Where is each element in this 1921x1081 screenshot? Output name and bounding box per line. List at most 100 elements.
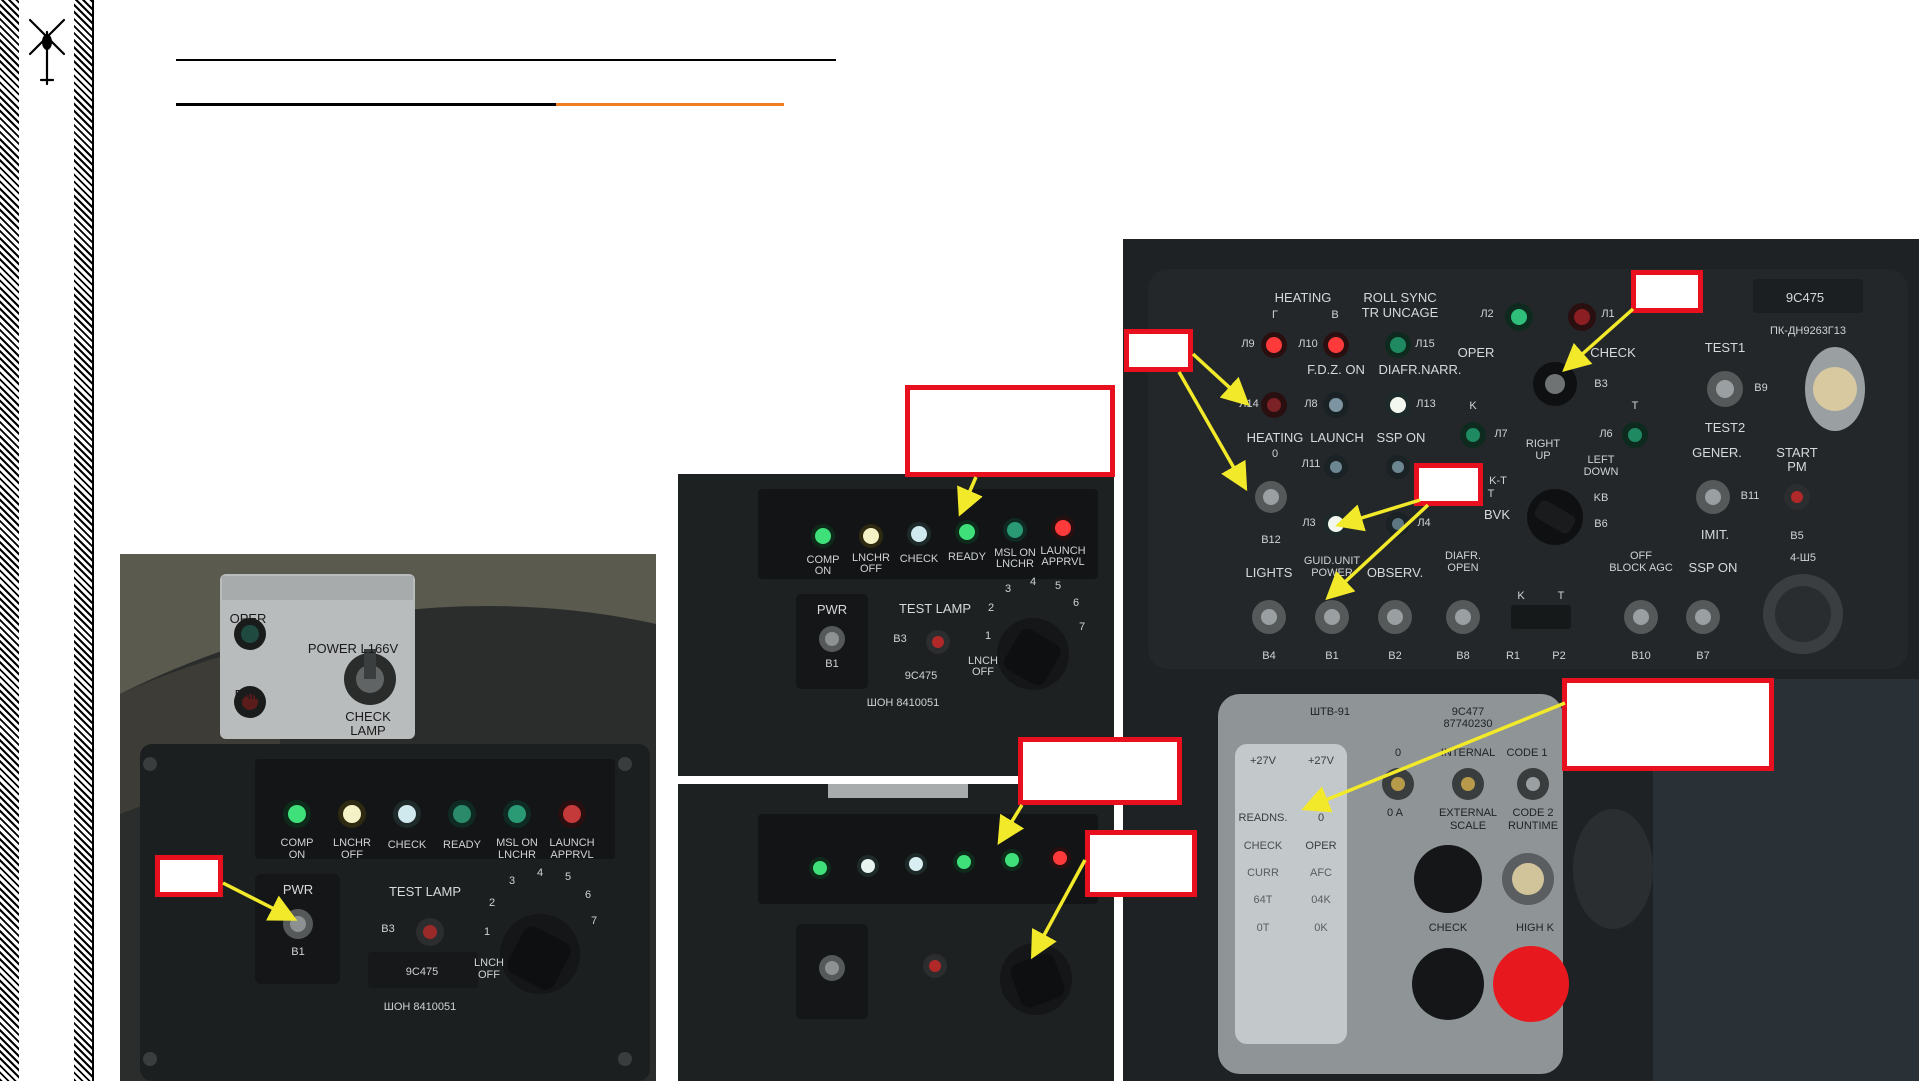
lamp-l1	[1568, 303, 1596, 331]
lamp-b-label-lnchr-2: LNCHR	[996, 558, 1034, 570]
label-check-d: CHECK	[1590, 345, 1636, 360]
label-b12: B12	[1261, 534, 1281, 546]
label-gamma: Г	[1272, 309, 1278, 321]
dial-b-number-5: 5	[1055, 580, 1061, 592]
lamp-label-lnchr: LNCHR	[333, 837, 371, 849]
bvk-rotary-selector[interactable]	[1527, 489, 1583, 545]
label-model: 9C475	[406, 966, 438, 978]
lamp-label-on: ON	[289, 849, 306, 861]
subtitle-rule-black	[176, 103, 556, 106]
label-k-t: K-T	[1489, 475, 1507, 487]
label-l7: Л7	[1494, 428, 1507, 440]
test-lamp-b-button[interactable]	[926, 630, 950, 654]
runtime-counter	[1502, 853, 1554, 905]
label-kb: KB	[1594, 492, 1609, 504]
label-oper-b: OPER	[1305, 840, 1336, 852]
lamp-lnchr-off	[338, 800, 366, 828]
label-gener: GENER.	[1692, 445, 1742, 460]
label-code1: CODE 1	[1507, 747, 1548, 759]
label-pwr: PWR	[283, 882, 313, 897]
label-fail: FAIL	[235, 687, 262, 702]
label-l13: Л13	[1416, 398, 1435, 410]
label-0k: 0K	[1314, 922, 1328, 934]
label-b1-d: B1	[1325, 650, 1338, 662]
left-hatched-border	[0, 0, 19, 1081]
pwr-c-toggle-switch[interactable]	[819, 955, 845, 981]
callout-box-6	[1631, 270, 1703, 313]
observ-toggle-b2[interactable]	[1378, 600, 1412, 634]
test-lamp-button[interactable]	[416, 918, 444, 946]
lamp-ssp	[1386, 455, 1410, 479]
lamp-b-launch-apprvl	[1051, 516, 1075, 540]
label-bvk-t: T	[1488, 488, 1495, 500]
label-serial: ШОН 8410051	[384, 1001, 456, 1013]
label-ssp-on: SSP ON	[1377, 430, 1426, 445]
lamp-b-label-check: CHECK	[900, 553, 939, 565]
label-oper: OPER	[230, 611, 267, 626]
start-pm-button[interactable]	[1784, 484, 1810, 510]
label-check-lamp-2: LAMP	[350, 723, 385, 738]
ssp-on-toggle-b7[interactable]	[1686, 600, 1720, 634]
logo-strip-divider	[92, 0, 94, 1081]
pwr-toggle-switch[interactable]	[283, 909, 313, 939]
label-zero-top: 0	[1395, 747, 1401, 759]
launch-dial-knob[interactable]	[500, 914, 580, 994]
check-black-button[interactable]	[1412, 948, 1484, 1020]
dial-b-number-6: 6	[1073, 597, 1079, 609]
photo-panel-d: HEATING Г В ROLL SYNC TR UNCAGE Л2 Л1 OP…	[1123, 239, 1919, 1081]
lamp-b-check	[907, 522, 931, 546]
lights-toggle-b4[interactable]	[1252, 600, 1286, 634]
label-b-test-lamp: TEST LAMP	[899, 601, 971, 616]
guid-unit-toggle-b1[interactable]	[1315, 600, 1349, 634]
label-launch-d: LAUNCH	[1310, 430, 1363, 445]
label-plus27-b: +27V	[1308, 755, 1335, 767]
label-b11: B11	[1741, 490, 1760, 502]
label-zero: 0	[1272, 448, 1278, 460]
label-right: RIGHT	[1526, 438, 1561, 450]
high-k-red-button[interactable]	[1493, 946, 1569, 1022]
label-pm: PM	[1787, 459, 1807, 474]
external-scale-toggle[interactable]	[1452, 768, 1484, 800]
label-l2: Л2	[1480, 308, 1493, 320]
test-lamp-c-button[interactable]	[923, 954, 947, 978]
label-code2: CODE 2	[1513, 807, 1554, 819]
dial-number-2: 2	[489, 897, 495, 909]
dial-number-3: 3	[509, 875, 515, 887]
lamp-b-lnchr-off	[859, 524, 883, 548]
label-b-b1: B1	[825, 658, 838, 670]
lamp-check	[393, 800, 421, 828]
label-test2: TEST2	[1705, 420, 1745, 435]
label-part-no: ПК-ДН9263Г13	[1770, 325, 1846, 337]
launch-dial-c-knob[interactable]	[1000, 943, 1072, 1015]
label-down: DOWN	[1584, 466, 1619, 478]
gener-imit-toggle-switch[interactable]	[1696, 480, 1730, 514]
test-toggle-switch[interactable]	[1707, 371, 1743, 407]
lamp-b-label-lnchr: LNCHR	[852, 552, 890, 564]
lamp-label-ready: READY	[443, 839, 482, 851]
upper-black-button[interactable]	[1414, 845, 1482, 913]
lamp-b-ready	[955, 520, 979, 544]
label-guid-power: POWER	[1311, 567, 1353, 579]
lamp-b-label-on: ON	[815, 565, 832, 577]
label-zero-a: 0 A	[1387, 807, 1404, 819]
lamp-b-label-apprvl: APPRVL	[1041, 556, 1084, 568]
lamp-l3	[1324, 512, 1348, 536]
lamp-b-label-comp: COMP	[807, 554, 840, 566]
label-diafr-narr: DIAFR.NARR.	[1378, 362, 1461, 377]
lamp-l4	[1386, 512, 1410, 536]
b12-toggle-switch[interactable]	[1255, 481, 1287, 513]
label-b-pwr: PWR	[817, 602, 847, 617]
label-b-serial: ШОН 8410051	[867, 697, 939, 709]
block-agc-toggle-b10[interactable]	[1624, 600, 1658, 634]
lamp-b-label-off: OFF	[860, 563, 882, 575]
zero-a-toggle[interactable]	[1382, 768, 1414, 800]
label-bvk: BVK	[1484, 507, 1510, 522]
lamp-label-off: OFF	[341, 849, 363, 861]
label-lights: LIGHTS	[1246, 565, 1293, 580]
oper-check-selector[interactable]	[1533, 362, 1577, 406]
label-afc: AFC	[1310, 867, 1332, 879]
pwr-b-toggle-switch[interactable]	[819, 626, 845, 652]
diafr-open-toggle-b8[interactable]	[1446, 600, 1480, 634]
code-toggle[interactable]	[1517, 768, 1549, 800]
launch-dial-b-knob[interactable]	[997, 618, 1069, 690]
